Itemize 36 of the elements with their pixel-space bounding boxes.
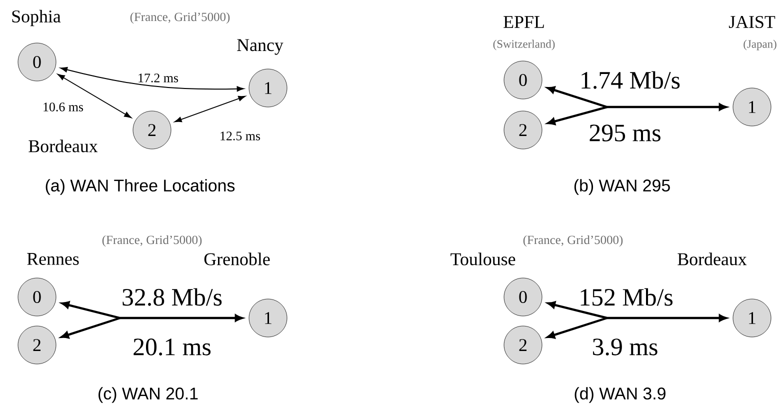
latency-label: 3.9 ms [590,338,660,356]
edge-label: 32.8 Mb/s [120,287,224,307]
arrow [61,301,243,322]
latency-label: 295 ms [588,124,662,142]
location-name: Nancy [237,39,284,55]
location-name: Bordeaux [28,140,98,152]
location-note: (France, Grid’5000) [130,12,230,24]
location-name: Rennes [27,253,79,265]
arrow [547,106,608,126]
edge-label: 1.74 Mb/s [578,70,682,90]
latency-label: 20.1 ms [132,338,212,356]
edge-label: 12.5 ms [218,130,262,142]
caption: (c) WAN 20.1 [98,387,198,403]
location-name: Toulouse [450,252,516,266]
location-name: Sophia [12,10,61,26]
location-note: (France, Grid’5000) [102,235,202,247]
arrow [60,67,244,92]
caption: (b) WAN 295 [574,179,670,195]
arrow [174,96,246,122]
country-note: (Japan) [744,40,776,50]
edge-label: 10.6 ms [42,102,85,112]
location-name: Bordeaux [678,252,747,266]
edge-label: 17.2 ms [136,72,180,84]
location-name: JAIST [728,16,776,28]
caption: (d) WAN 3.9 [574,387,666,403]
caption: (a) WAN Three Locations [46,179,235,195]
location-name: Grenoble [204,252,270,266]
location-name: EPFL [504,16,544,28]
location-note: (France, Grid’5000) [523,235,623,247]
arrow [548,301,727,322]
arrow [547,86,727,111]
arrow [547,316,608,339]
edge-label: 152 Mb/s [578,287,674,307]
country-note: (Switzerland) [493,40,555,50]
arrow [61,316,120,339]
arrow [58,74,132,118]
